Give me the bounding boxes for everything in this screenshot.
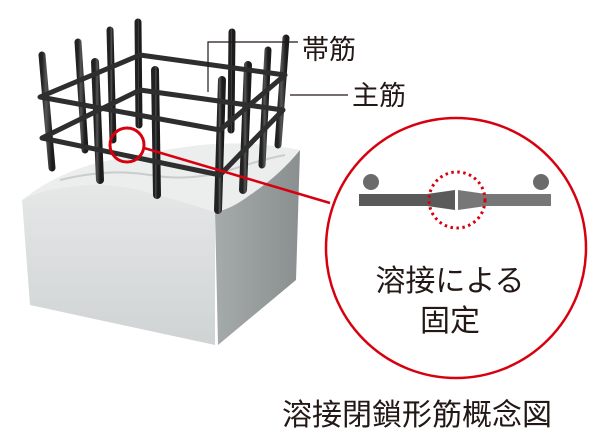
diagram-caption: 溶接閉鎖形筋概念図: [282, 398, 552, 433]
detail-text: 溶接による 固定: [360, 262, 540, 342]
weld-detail: [359, 170, 551, 230]
detail-text-line1: 溶接による: [375, 264, 525, 299]
callout: [108, 116, 588, 380]
concrete-block: [22, 143, 300, 345]
hoop-bars: [37, 52, 288, 178]
label-leaders: [207, 41, 348, 96]
main-bar-label: 主筋: [352, 81, 406, 112]
hoop-label: 帯筋: [302, 35, 356, 66]
detail-text-line2: 固定: [420, 304, 480, 339]
